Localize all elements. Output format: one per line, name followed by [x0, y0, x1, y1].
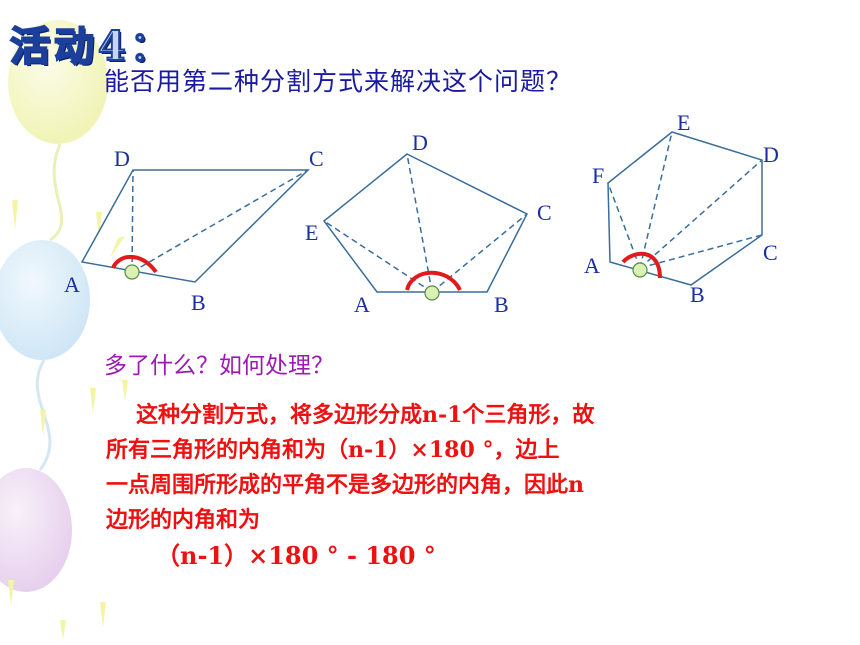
pentagon-figure: D C E A B — [305, 130, 552, 317]
dashed-diagonal — [323, 220, 433, 293]
balloon-purple — [0, 468, 72, 592]
vertex-label-e: E — [677, 110, 690, 135]
interior-point — [632, 262, 648, 278]
angle-arc — [111, 254, 158, 274]
vertex-label-d: D — [114, 146, 130, 171]
vertex-label-a: A — [64, 272, 80, 297]
explanation-line: 一点周围所形成的平角不是多边形的内角，因此n — [106, 472, 584, 498]
balloon-yellow — [8, 20, 108, 144]
formula: （n-1）×180 ° - 180 ° — [156, 541, 436, 570]
hexagon-outline — [607, 131, 763, 286]
slide-title: 活动4： — [9, 22, 174, 71]
vertex-label-a: A — [584, 253, 600, 278]
balloon-blue — [0, 240, 90, 360]
vertex-label-c: C — [537, 200, 552, 225]
vertex-label-a: A — [354, 292, 370, 317]
angle-arc — [405, 270, 462, 292]
dashed-diagonal — [639, 159, 763, 269]
vertex-label-c: C — [763, 240, 778, 265]
dashed-diagonal — [431, 213, 528, 293]
explanation-line: 所有三角形的内角和为（n-1）×180 °，边上 — [106, 437, 560, 463]
vertex-label-b: B — [690, 282, 705, 307]
angle-arc — [621, 251, 662, 279]
interior-point — [424, 285, 440, 301]
vertex-label-d: D — [763, 142, 779, 167]
vertex-label-b: B — [191, 290, 206, 315]
dashed-diagonal — [131, 169, 309, 273]
explanation-line: 边形的内角和为 — [106, 507, 261, 533]
sparkle-rays — [8, 200, 128, 640]
vertex-label-f: F — [592, 163, 604, 188]
hexagon-figure: E D F C A B — [584, 110, 779, 307]
sub-question-text: 多了什么？如何处理？ — [104, 353, 334, 379]
vertex-label-d: D — [412, 130, 428, 155]
question-text: 能否用第二种分割方式来解决这个问题？ — [104, 67, 573, 96]
dashed-diagonal — [639, 131, 673, 269]
interior-point — [124, 264, 140, 280]
vertex-label-e: E — [305, 220, 318, 245]
vertex-label-b: B — [494, 292, 509, 317]
quadrilateral-outline — [80, 169, 310, 283]
balloon-string — [49, 143, 63, 242]
vertex-label-c: C — [309, 146, 324, 171]
dashed-diagonal — [406, 153, 433, 293]
dashed-diagonal — [639, 234, 763, 269]
explanation-line: 这种分割方式，将多边形分成n-1个三角形，故 — [136, 402, 595, 428]
explanation-block: 这种分割方式，将多边形分成n-1个三角形，故 所有三角形的内角和为（n-1）×1… — [106, 398, 746, 573]
quadrilateral-figure: D C A B — [64, 146, 324, 315]
dashed-diagonal — [131, 169, 134, 273]
